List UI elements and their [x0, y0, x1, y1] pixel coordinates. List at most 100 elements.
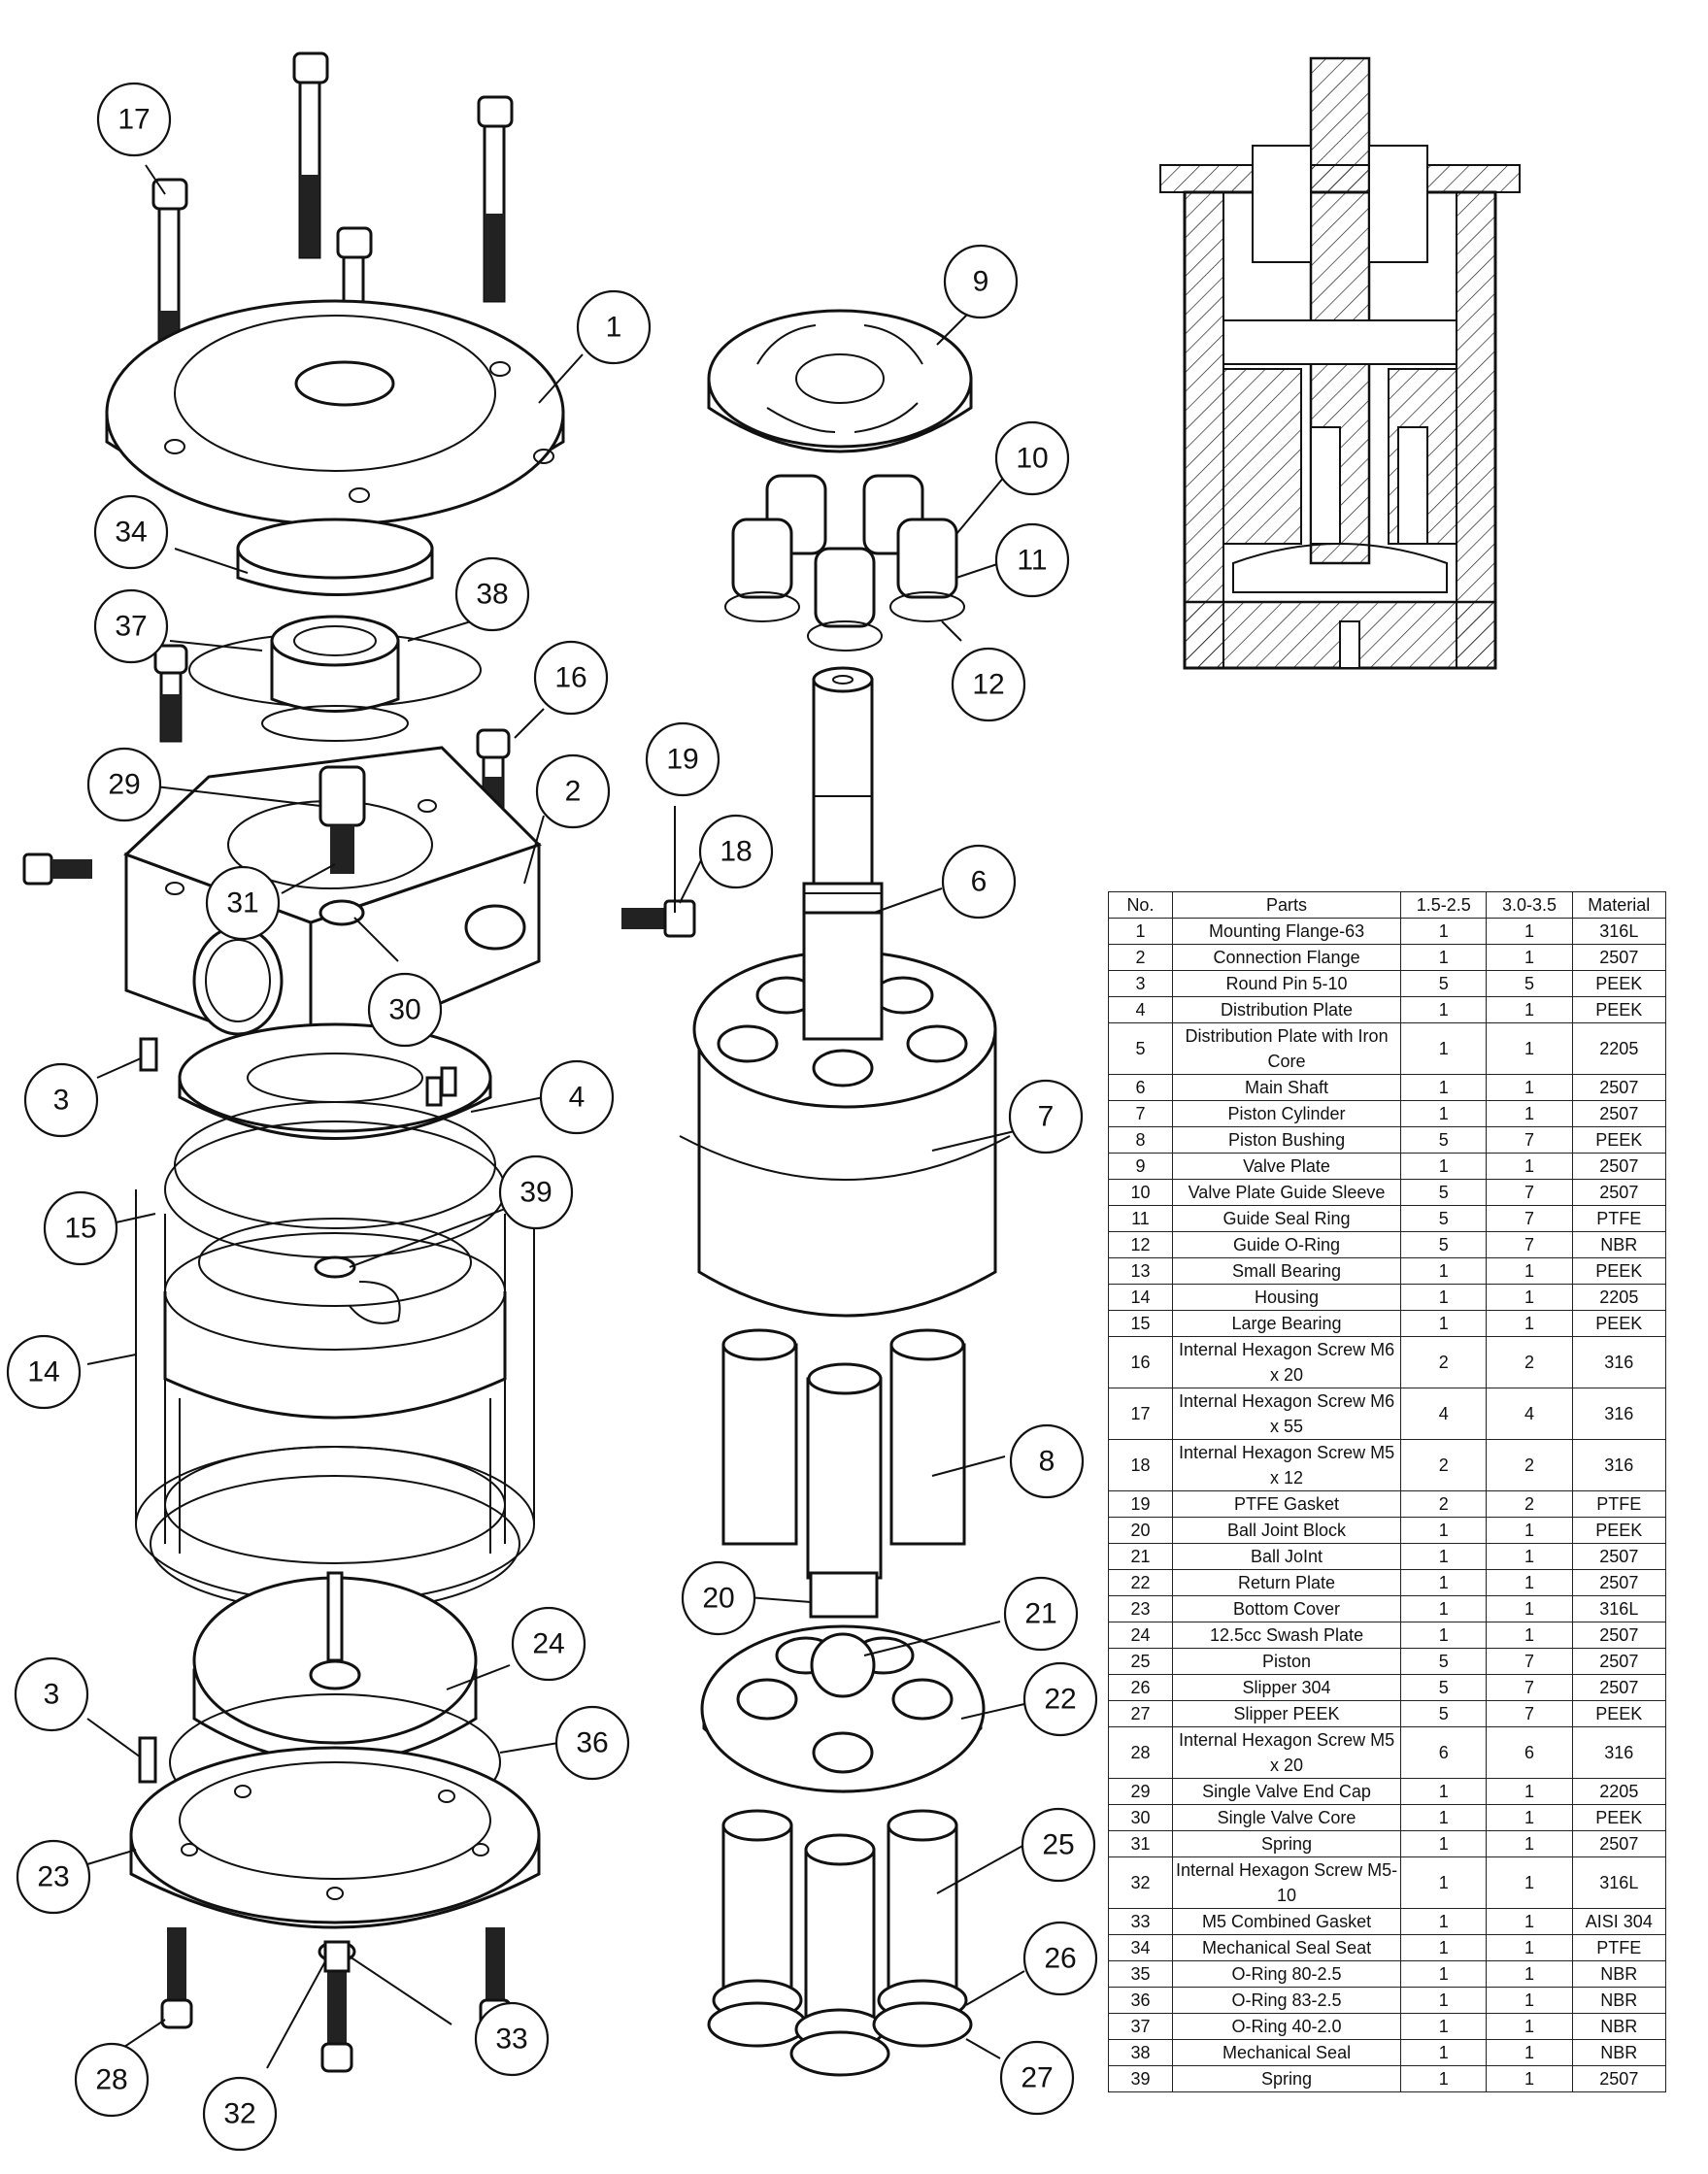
cell-part: Single Valve End Cap [1171, 1778, 1402, 1805]
cell-material: 2205 [1571, 1022, 1667, 1075]
cell-no: 37 [1108, 2013, 1173, 2040]
callout: 9 [943, 244, 1019, 319]
svg-text:17: 17 [117, 104, 150, 136]
cell-no: 22 [1108, 1569, 1173, 1596]
callouts: 17 1 34 37 38 16 29 2 31 30 3 4 15 39 14… [6, 82, 1098, 2152]
cell-qty-a: 5 [1400, 1126, 1488, 1154]
callout: 11 [994, 522, 1070, 598]
cell-part: Small Bearing [1171, 1257, 1402, 1285]
cell-material: 2507 [1571, 1569, 1667, 1596]
housing [135, 1101, 535, 1613]
cell-qty-a: 1 [1400, 2013, 1488, 2040]
svg-text:21: 21 [1024, 1598, 1056, 1630]
cell-material: 316 [1571, 1336, 1667, 1388]
cell-qty-b: 1 [1486, 1569, 1573, 1596]
cell-part: Housing [1171, 1284, 1402, 1311]
cell-material: PTFE [1571, 1205, 1667, 1232]
cell-qty-b: 7 [1486, 1648, 1573, 1675]
cell-material: 2205 [1571, 1778, 1667, 1805]
cell-no: 12 [1108, 1231, 1173, 1258]
cell-material: NBR [1571, 1987, 1667, 2014]
cell-qty-a: 1 [1400, 1517, 1488, 1544]
cell-part: Distribution Plate with Iron Core [1171, 1022, 1402, 1075]
cell-part: Single Valve Core [1171, 1804, 1402, 1831]
svg-text:30: 30 [388, 994, 420, 1026]
cell-qty-b: 1 [1486, 1830, 1573, 1857]
cell-qty-a: 1 [1400, 1934, 1488, 1961]
leader-lines [86, 164, 1025, 2069]
callout: 29 [86, 747, 162, 822]
cell-material: 316L [1571, 918, 1667, 945]
cell-qty-a: 5 [1400, 1231, 1488, 1258]
cell-qty-b: 7 [1486, 1674, 1573, 1701]
cell-part: Valve Plate [1171, 1153, 1402, 1180]
cell-qty-a: 1 [1400, 1310, 1488, 1337]
cell-qty-a: 1 [1400, 1856, 1488, 1909]
cell-material: AISI 304 [1571, 1908, 1667, 1935]
cell-qty-a: 1 [1400, 1257, 1488, 1285]
cell-qty-b: 7 [1486, 1205, 1573, 1232]
cell-qty-b: 1 [1486, 1778, 1573, 1805]
svg-text:6: 6 [971, 866, 988, 898]
cell-qty-a: 1 [1400, 1153, 1488, 1180]
svg-text:23: 23 [37, 1861, 69, 1893]
piston-bushings [721, 1328, 966, 1619]
cell-qty-b: 1 [1486, 2065, 1573, 2092]
cell-qty-a: 1 [1400, 996, 1488, 1023]
cell-part: Main Shaft [1171, 1074, 1402, 1101]
cell-part: Piston Cylinder [1171, 1100, 1402, 1127]
cell-part: Large Bearing [1171, 1310, 1402, 1337]
cell-qty-a: 6 [1400, 1726, 1488, 1779]
cell-qty-a: 2 [1400, 1490, 1488, 1518]
cell-qty-a: 1 [1400, 1987, 1488, 2014]
cell-qty-a: 1 [1400, 1778, 1488, 1805]
cell-qty-b: 1 [1486, 1153, 1573, 1180]
cell-qty-a: 1 [1400, 1284, 1488, 1311]
cell-material: 2507 [1571, 1100, 1667, 1127]
svg-text:27: 27 [1021, 2062, 1053, 2094]
cell-part: Piston [1171, 1648, 1402, 1675]
cell-no: 15 [1108, 1310, 1173, 1337]
callout: 7 [1008, 1079, 1084, 1154]
cell-no: 26 [1108, 1674, 1173, 1701]
callout: 4 [539, 1059, 615, 1135]
svg-text:38: 38 [476, 579, 508, 611]
svg-text:34: 34 [115, 517, 147, 549]
callout: 30 [367, 972, 443, 1048]
cell-qty-a: 2 [1400, 1439, 1488, 1491]
mounting-flange [105, 299, 565, 526]
callout: 27 [999, 2040, 1075, 2116]
cell-part: 12.5cc Swash Plate [1171, 1622, 1402, 1649]
cell-qty-b: 1 [1486, 1284, 1573, 1311]
callout: 16 [533, 640, 609, 716]
callout: 2 [535, 753, 611, 829]
cell-material: 2507 [1571, 2065, 1667, 2092]
cell-no: 39 [1108, 2065, 1173, 2092]
cell-qty-b: 1 [1486, 1856, 1573, 1909]
svg-text:22: 22 [1044, 1684, 1076, 1716]
svg-text:20: 20 [702, 1583, 734, 1615]
cell-qty-b: 6 [1486, 1726, 1573, 1779]
cell-part: Internal Hexagon Screw M5 x 20 [1171, 1726, 1402, 1779]
cell-no: 29 [1108, 1778, 1173, 1805]
svg-text:4: 4 [569, 1082, 586, 1114]
cell-no: 23 [1108, 1595, 1173, 1622]
cell-qty-a: 5 [1400, 1205, 1488, 1232]
cell-part: Slipper 304 [1171, 1674, 1402, 1701]
svg-text:9: 9 [973, 266, 989, 298]
cell-material: NBR [1571, 1960, 1667, 1988]
cell-qty-a: 1 [1400, 2065, 1488, 2092]
cell-qty-b: 1 [1486, 2039, 1573, 2066]
